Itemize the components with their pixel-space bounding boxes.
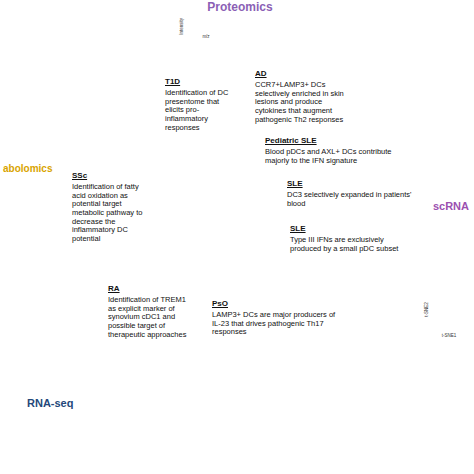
axis-label: t-SNE1 [441,334,458,339]
disease-heading: AD [255,70,267,79]
finding-text: Identification of TREM1 as explicit mark… [108,296,190,339]
finding-text: CCR7+LAMP3+ DCs selectively enriched in … [255,81,355,124]
axis-label: m/z [201,35,210,40]
omics-ring-arc [164,65,461,451]
finding-text: Blood pDCs and AXL+ DCs contribute major… [265,148,405,165]
heatmap-icon [24,411,79,466]
tsne-plot-icon [426,285,470,335]
axis-label: Intensity [180,17,185,36]
disease-heading: SSc [72,172,87,181]
disease-heading: RA [108,285,120,294]
omics-label: scRNA [432,200,470,212]
omics-ring-arc [129,8,367,51]
mass-spectrum-icon [186,17,224,34]
finding-text: DC3 selectively expanded in patients' bl… [287,191,417,208]
pie-sector: SScIdentification of fatty acid oxidatio… [50,40,430,420]
disease-heading: T1D [165,78,180,87]
finding-text: Identification of DC presentome that eli… [165,89,237,132]
disease-heading: Pediatric SLE [265,137,317,146]
omics-label: Proteomics [206,1,273,14]
disease-heading: SLE [290,225,306,234]
omics-ring-arc [29,49,114,163]
finding-text: Type III IFNs are exclusively produced b… [290,236,415,253]
cell-nucleus [233,224,253,240]
finding-text: Identification of fatty acid oxidation a… [72,183,154,243]
cell-body [204,195,277,264]
metabolite-molecule-icon [4,196,50,260]
omics-label: RNA-seq [26,397,74,409]
disease-heading: SLE [287,180,303,189]
finding-text: LAMP3+ DCs are major producers of IL-23 … [212,311,342,337]
omics-label: abolomics [2,163,53,174]
disease-heading: PsO [212,300,228,309]
axis-label: t-SNE2 [425,301,430,318]
